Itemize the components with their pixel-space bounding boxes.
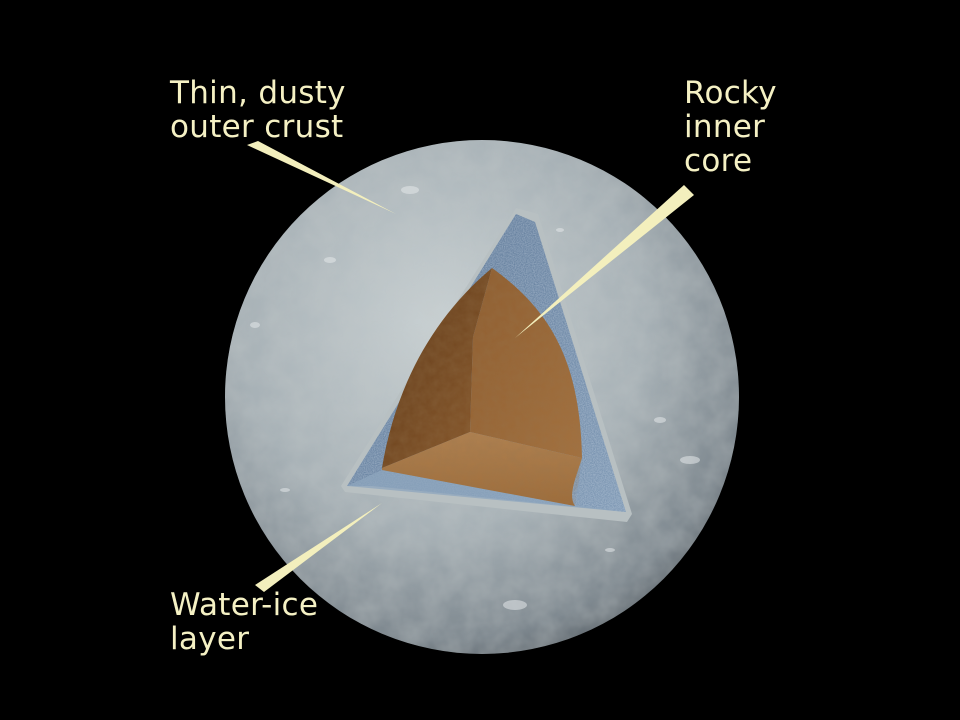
cutaway-wedge xyxy=(341,208,632,522)
label-water-ice: Water-ice layer xyxy=(170,588,318,656)
pointer-core xyxy=(515,185,694,338)
pointer-crust xyxy=(247,141,396,214)
label-inner-core-line3: core xyxy=(684,143,753,179)
label-inner-core: Rocky inner core xyxy=(684,76,777,178)
label-water-ice-line2: layer xyxy=(170,621,250,657)
pointer-water xyxy=(255,503,382,592)
label-pointers xyxy=(247,141,694,592)
label-inner-core-line2: inner xyxy=(684,109,766,145)
label-inner-core-line1: Rocky xyxy=(684,75,777,111)
label-outer-crust: Thin, dusty outer crust xyxy=(170,76,346,144)
label-water-ice-line1: Water-ice xyxy=(170,587,319,623)
label-outer-crust-line2: outer crust xyxy=(170,109,344,145)
surface-craters xyxy=(250,186,700,610)
label-outer-crust-line1: Thin, dusty xyxy=(170,75,346,111)
